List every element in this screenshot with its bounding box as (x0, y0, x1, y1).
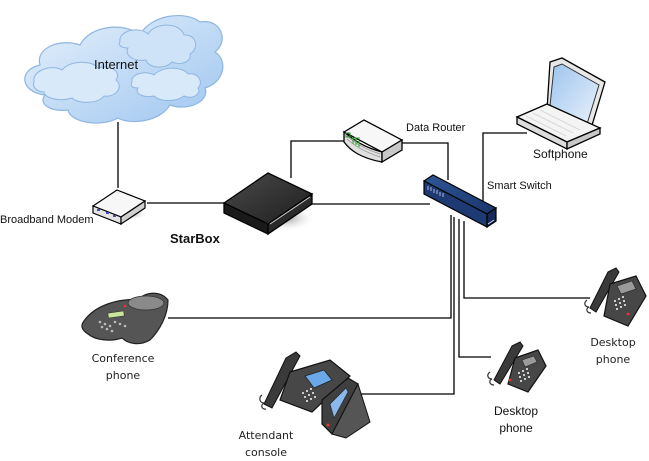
link-switch-desktop2 (458, 219, 491, 358)
modem-label: Broadband Modem (0, 214, 94, 226)
desktop-phone-1-label-line2: phone (595, 353, 631, 366)
desktop-phone-1-label: Desktop phone (583, 334, 643, 368)
link-switch-softphone (482, 132, 527, 222)
router-icon[interactable] (342, 119, 404, 164)
laptop-icon[interactable] (515, 57, 606, 151)
attendant-console-icon[interactable] (259, 351, 371, 439)
router-label: Data Router (406, 122, 466, 134)
attendant-console-label-line2: console (244, 446, 288, 459)
link-switch-desktop1 (463, 221, 590, 299)
conference-phone-label: Conference phone (83, 350, 163, 384)
attendant-console-label: Attendant console (236, 427, 296, 461)
desktop-phone-2-label-line1: Desktop (493, 404, 539, 418)
network-switch-icon[interactable] (422, 174, 498, 229)
desktop-phone-2-label: Desktop phone (484, 403, 548, 437)
switch-label: Smart Switch (487, 180, 552, 192)
conference-phone-label-line2: phone (105, 369, 141, 382)
conference-phone-label-line1: Conference (91, 352, 155, 365)
conference-phone-icon[interactable] (81, 292, 169, 345)
internet-cloud-icon[interactable] (24, 14, 224, 124)
link-starbox-router (290, 140, 345, 178)
starbox-icon[interactable] (222, 172, 316, 236)
attendant-console-label-line1: Attendant (238, 429, 294, 442)
desk-phone-icon[interactable] (584, 267, 647, 327)
desktop-phone-1-label-line1: Desktop (590, 336, 636, 349)
modem-icon[interactable] (91, 189, 148, 226)
link-switch-conference (168, 215, 452, 319)
softphone-label: Softphone (533, 147, 588, 161)
link-router-switch (400, 142, 449, 180)
internet-label: Internet (94, 57, 139, 72)
desk-phone-icon[interactable] (487, 341, 547, 393)
starbox-label: StarBox (170, 231, 220, 246)
connections (117, 122, 590, 395)
desktop-phone-2-label-line2: phone (499, 421, 533, 435)
link-switch-attendant (353, 217, 455, 395)
